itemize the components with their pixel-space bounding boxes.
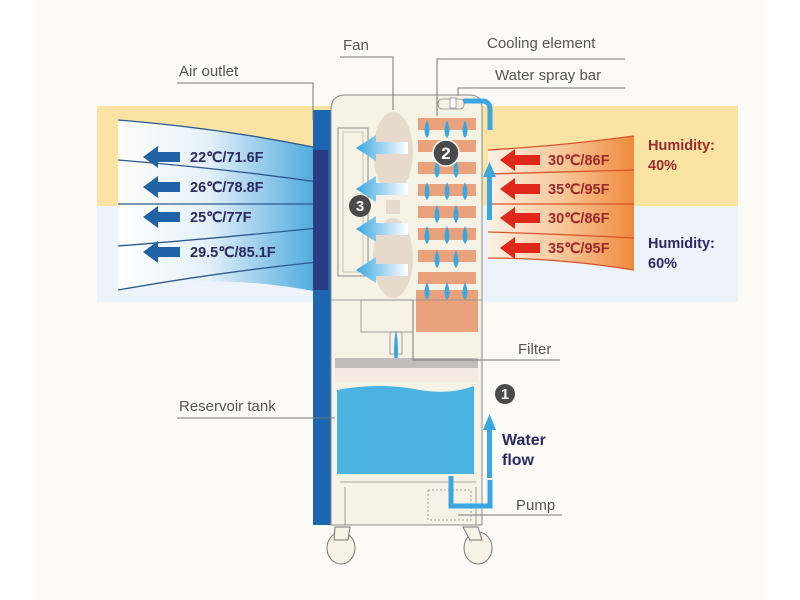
cool-air-streams [117, 119, 319, 292]
svg-text:Fan: Fan [343, 37, 369, 54]
water-flow-label-line2: flow [502, 452, 535, 469]
outlet-temp-3: 25℃/77F [190, 210, 252, 226]
wheel-icon [326, 526, 356, 565]
outlet-temp-2: 26℃/78.8F [190, 180, 264, 196]
svg-text:3: 3 [356, 198, 364, 215]
callout-pump: Pump [458, 497, 562, 516]
cooler-unit [313, 94, 493, 565]
cool-arrow-icon [143, 146, 180, 168]
callout-air-outlet: Air outlet [177, 63, 314, 120]
callout-cooling-element: Cooling element [436, 35, 625, 116]
cool-arrow-icon [143, 176, 180, 198]
svg-text:Reservoir tank: Reservoir tank [179, 398, 276, 415]
stream-divider [117, 227, 319, 247]
svg-text:Pump: Pump [516, 497, 555, 514]
callout-water-spray-bar: Water spray bar [457, 67, 625, 96]
humidity-dry-value: 40% [648, 158, 677, 174]
hot-arrow-icon [500, 237, 540, 259]
step-badge-3: 3 [349, 195, 371, 217]
airflow-arrow-icon [356, 216, 408, 242]
outlet-temp-1: 22℃/71.6F [190, 150, 264, 166]
wheel-icon [462, 526, 493, 565]
hot-air-streams [487, 135, 635, 271]
airflow-arrow-icon [356, 257, 408, 283]
water-pipe-top [463, 98, 493, 130]
inlet-temp-3: 30℃/86F [548, 211, 610, 227]
inlet-temp-1: 30℃/86F [548, 153, 610, 169]
stream-divider [117, 119, 319, 149]
reservoir-water [337, 386, 474, 474]
water-flow-arrow-icon [483, 414, 496, 478]
humidity-humid-label: Humidity: [648, 236, 715, 252]
airflow-arrow-icon [356, 176, 408, 202]
svg-text:Water spray bar: Water spray bar [495, 67, 601, 84]
svg-text:2: 2 [441, 144, 450, 163]
svg-text:1: 1 [501, 386, 509, 403]
water-droplets [424, 120, 468, 300]
hot-arrow-icon [500, 149, 540, 171]
outlet-temp-4: 29.5℃/85.1F [190, 245, 276, 261]
fan-airflow-arrows [356, 135, 408, 283]
svg-text:Air outlet: Air outlet [179, 63, 239, 80]
airflow-arrow-icon [356, 135, 408, 161]
callout-reservoir-tank: Reservoir tank [177, 398, 335, 419]
svg-text:Cooling element: Cooling element [487, 35, 596, 52]
hot-arrow-icon [500, 207, 540, 229]
fan-icon [373, 112, 413, 298]
outlet-grille [313, 150, 328, 290]
water-flow-label-line1: Water [502, 432, 546, 449]
humidity-humid-value: 60% [648, 256, 677, 272]
callout-fan: Fan [340, 37, 394, 110]
step-badge-1: 1 [495, 384, 515, 404]
humidity-dry-label: Humidity: [648, 138, 715, 154]
stream-divider [117, 261, 319, 291]
inlet-temp-4: 35℃/95F [548, 241, 610, 257]
step-badge-2: 2 [432, 139, 460, 167]
cool-arrow-icon [143, 241, 180, 263]
callout-filter: Filter [412, 300, 560, 361]
hot-arrow-icon [500, 178, 540, 200]
svg-text:Filter: Filter [518, 341, 551, 358]
stream-divider [487, 169, 635, 175]
stream-divider [117, 159, 319, 183]
water-pipe [448, 476, 493, 509]
cool-arrow-icon [143, 206, 180, 228]
filter [335, 358, 478, 368]
stream-divider [487, 135, 635, 151]
water-up-arrow-icon [483, 162, 496, 220]
stream-divider [487, 231, 635, 239]
inlet-temp-2: 35℃/95F [548, 182, 610, 198]
stream-divider [487, 257, 635, 271]
